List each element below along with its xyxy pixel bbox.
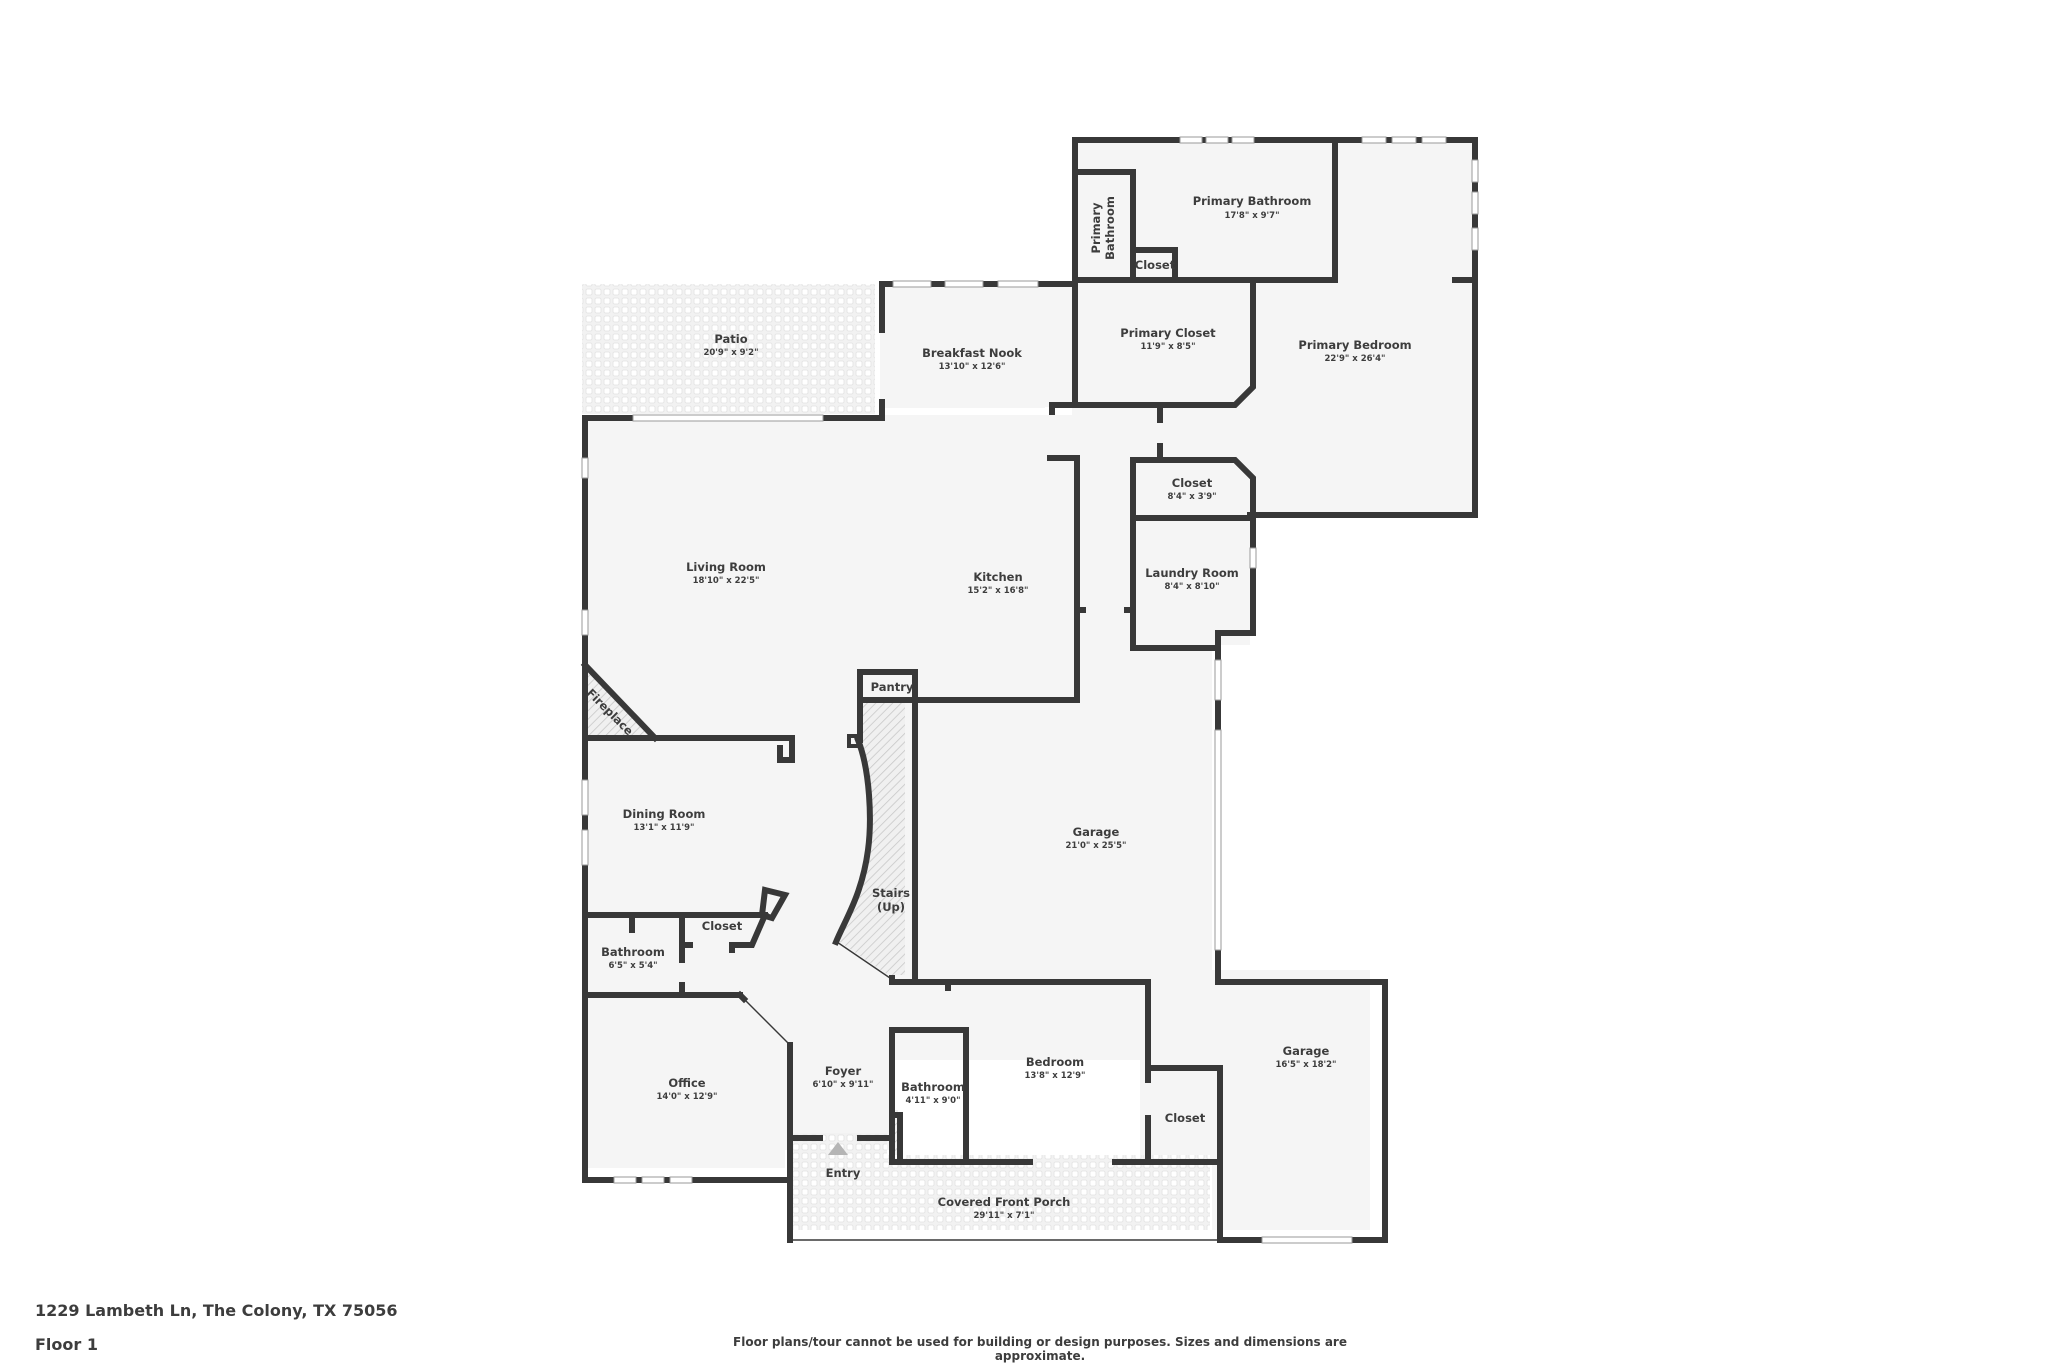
svg-text:18'10" x 22'5": 18'10" x 22'5"	[693, 576, 760, 586]
svg-text:Garage: Garage	[1283, 1044, 1330, 1058]
svg-text:Bathroom: Bathroom	[1103, 196, 1117, 260]
room-living-room: Living Room 18'10" x 22'5"	[686, 560, 766, 586]
svg-text:4'11" x 9'0": 4'11" x 9'0"	[905, 1096, 960, 1106]
svg-text:11'9" x 8'5": 11'9" x 8'5"	[1140, 342, 1195, 352]
room-covered-front-porch: Covered Front Porch 29'11" x 7'1"	[938, 1195, 1071, 1221]
room-laundry-room: Laundry Room 8'4" x 8'10"	[1145, 566, 1239, 592]
svg-text:Primary Closet: Primary Closet	[1120, 326, 1216, 340]
patio-area	[582, 284, 875, 414]
room-primary-bathroom: Primary Bathroom 17'8" x 9'7"	[1193, 194, 1312, 221]
room-bedroom-closet: Closet	[1165, 1111, 1206, 1125]
room-kitchen: Kitchen 15'2" x 16'8"	[968, 570, 1029, 596]
svg-text:Bedroom: Bedroom	[1026, 1055, 1084, 1069]
room-garage-second: Garage 16'5" x 18'2"	[1276, 1044, 1337, 1070]
svg-text:6'5" x 5'4": 6'5" x 5'4"	[608, 961, 657, 971]
svg-text:Foyer: Foyer	[825, 1064, 862, 1078]
room-primary-bedroom: Primary Bedroom 22'9" x 26'4"	[1298, 338, 1411, 364]
svg-text:Primary Bedroom: Primary Bedroom	[1298, 338, 1411, 352]
svg-text:Stairs: Stairs	[872, 886, 910, 900]
svg-text:Closet: Closet	[702, 919, 743, 933]
svg-text:21'0" x 25'5": 21'0" x 25'5"	[1066, 841, 1127, 851]
room-patio: Patio 20'9" x 9'2"	[703, 332, 758, 358]
svg-text:14'0" x 12'9": 14'0" x 12'9"	[657, 1092, 718, 1102]
svg-text:Closet: Closet	[1165, 1111, 1206, 1125]
room-primary-closet: Primary Closet 11'9" x 8'5"	[1120, 326, 1216, 352]
svg-text:Bathroom: Bathroom	[901, 1080, 965, 1094]
room-garage-main: Garage 21'0" x 25'5"	[1066, 825, 1127, 851]
svg-text:20'9" x 9'2": 20'9" x 9'2"	[703, 348, 758, 358]
room-breakfast-nook: Breakfast Nook 13'10" x 12'6"	[922, 346, 1022, 372]
svg-text:16'5" x 18'2": 16'5" x 18'2"	[1276, 1060, 1337, 1070]
svg-text:Living Room: Living Room	[686, 560, 766, 574]
room-stairs: Stairs (Up)	[872, 886, 910, 914]
room-dining-closet: Closet	[702, 919, 743, 933]
room-pantry: Pantry	[871, 680, 914, 694]
room-hall-closet: Closet 8'4" x 3'9"	[1167, 476, 1216, 502]
room-primary-bath-closet: Closet	[1135, 258, 1176, 272]
room-primary-bathroom-small: Primary Bathroom	[1089, 196, 1117, 260]
svg-text:13'10" x 12'6": 13'10" x 12'6"	[939, 362, 1006, 372]
svg-text:Patio: Patio	[714, 332, 747, 346]
entry-arrow-icon	[828, 1142, 848, 1155]
svg-text:Pantry: Pantry	[871, 680, 914, 694]
room-bedroom: Bedroom 13'8" x 12'9"	[1025, 1055, 1086, 1081]
svg-text:Bathroom: Bathroom	[601, 945, 665, 959]
svg-text:29'11" x 7'1": 29'11" x 7'1"	[974, 1211, 1035, 1221]
svg-text:15'2" x 16'8": 15'2" x 16'8"	[968, 586, 1029, 596]
svg-text:8'4" x 3'9": 8'4" x 3'9"	[1167, 492, 1216, 502]
svg-text:(Up): (Up)	[877, 900, 905, 914]
svg-text:Kitchen: Kitchen	[973, 570, 1022, 584]
room-office: Office 14'0" x 12'9"	[657, 1076, 718, 1102]
svg-text:Dining Room: Dining Room	[623, 807, 706, 821]
svg-text:Entry: Entry	[826, 1166, 861, 1180]
svg-text:22'9" x 26'4": 22'9" x 26'4"	[1325, 354, 1386, 364]
svg-text:Laundry Room: Laundry Room	[1145, 566, 1239, 580]
svg-text:6'10" x 9'11": 6'10" x 9'11"	[813, 1080, 874, 1090]
svg-text:8'4" x 8'10": 8'4" x 8'10"	[1164, 582, 1219, 592]
svg-text:Closet: Closet	[1135, 258, 1176, 272]
svg-text:13'8" x 12'9": 13'8" x 12'9"	[1025, 1071, 1086, 1081]
disclaimer-text: Floor plans/tour cannot be used for buil…	[733, 1335, 1347, 1363]
svg-text:Closet: Closet	[1172, 476, 1213, 490]
svg-text:Garage: Garage	[1073, 825, 1120, 839]
svg-text:13'1" x 11'9": 13'1" x 11'9"	[634, 823, 695, 833]
svg-text:Office: Office	[668, 1076, 705, 1090]
room-bathroom-small: Bathroom 6'5" x 5'4"	[601, 945, 665, 971]
svg-text:Covered Front Porch: Covered Front Porch	[938, 1195, 1071, 1209]
room-dining-room: Dining Room 13'1" x 11'9"	[623, 807, 706, 833]
room-bathroom-front: Bathroom 4'11" x 9'0"	[901, 1080, 965, 1106]
property-address: 1229 Lambeth Ln, The Colony, TX 75056	[35, 1301, 398, 1320]
svg-text:17'8" x 9'7": 17'8" x 9'7"	[1224, 211, 1279, 221]
room-entry: Entry	[826, 1166, 861, 1180]
windows	[581, 136, 1479, 1244]
svg-text:Breakfast Nook: Breakfast Nook	[922, 346, 1022, 360]
floor-label: Floor 1	[35, 1335, 98, 1354]
svg-text:Primary: Primary	[1089, 202, 1103, 253]
room-foyer: Foyer 6'10" x 9'11"	[813, 1064, 874, 1090]
floor-fills	[582, 140, 1472, 1230]
svg-text:Primary Bathroom: Primary Bathroom	[1193, 194, 1312, 208]
